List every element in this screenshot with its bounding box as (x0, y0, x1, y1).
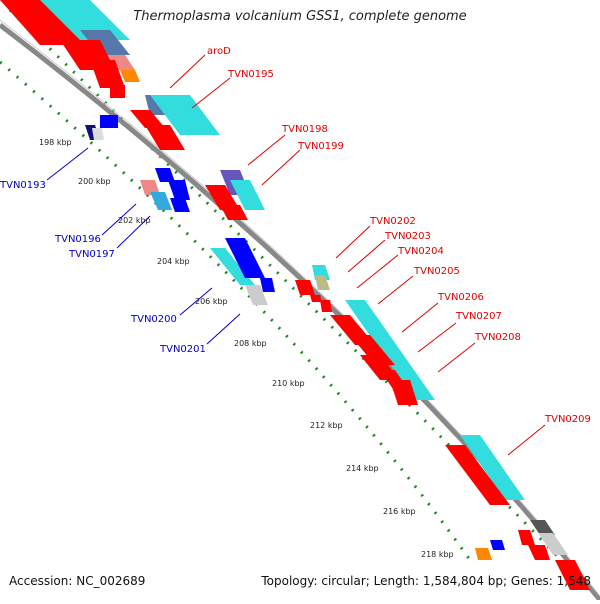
gene-label-forward: TVN0205 (413, 266, 460, 277)
tick-label: 216 kbp (383, 507, 416, 516)
gene-label-reverse: TVN0200 (130, 314, 177, 325)
tick-label: 208 kbp (234, 339, 267, 348)
inner-dotted-track (0, 60, 472, 561)
genome-backbone (0, 23, 600, 602)
tick-label: 210 kbp (272, 379, 305, 388)
gene-label-reverse: TVN0193 (0, 180, 46, 191)
forward-label-leaders (169, 54, 546, 456)
gene-label-reverse: TVN0196 (54, 234, 101, 245)
top-gene-blocks (0, 0, 140, 98)
genome-backbone-inner (0, 19, 600, 597)
gene-label-forward: TVN0209 (544, 414, 591, 425)
gene-label-forward: TVN0204 (397, 246, 444, 257)
gene-label-forward: TVN0202 (369, 216, 416, 227)
tick-label: 202 kbp (118, 216, 151, 225)
tick-label: 198 kbp (39, 138, 72, 147)
reverse-label-leaders (46, 147, 241, 345)
gene-label-reverse: TVN0201 (159, 344, 206, 355)
gene-label-forward: TVN0207 (455, 311, 502, 322)
tick-label: 204 kbp (157, 257, 190, 266)
gene-label-forward: TVN0203 (384, 231, 431, 242)
tick-label: 218 kbp (421, 550, 454, 559)
reverse-gene-blocks (85, 115, 505, 560)
tick-label: 214 kbp (346, 464, 379, 473)
gene-label-forward: TVN0195 (227, 69, 274, 80)
gene-label-forward: aroD (207, 46, 231, 57)
tick-label: 200 kbp (78, 177, 111, 186)
accession-label: Accession: NC_002689 (9, 574, 146, 588)
gene-label-forward: TVN0198 (281, 124, 328, 135)
map-title: Thermoplasma volcanium GSS1, complete ge… (133, 9, 467, 24)
topology-label: Topology: circular; Length: 1,584,804 bp… (261, 574, 591, 588)
forward-gene-blocks (130, 95, 590, 590)
tick-label: 206 kbp (195, 297, 228, 306)
gene-label-forward: TVN0206 (437, 292, 484, 303)
tick-label: 212 kbp (310, 421, 343, 430)
gene-label-forward: TVN0208 (474, 332, 521, 343)
gene-label-forward: TVN0199 (297, 141, 344, 152)
gene-label-reverse: TVN0197 (68, 249, 115, 260)
